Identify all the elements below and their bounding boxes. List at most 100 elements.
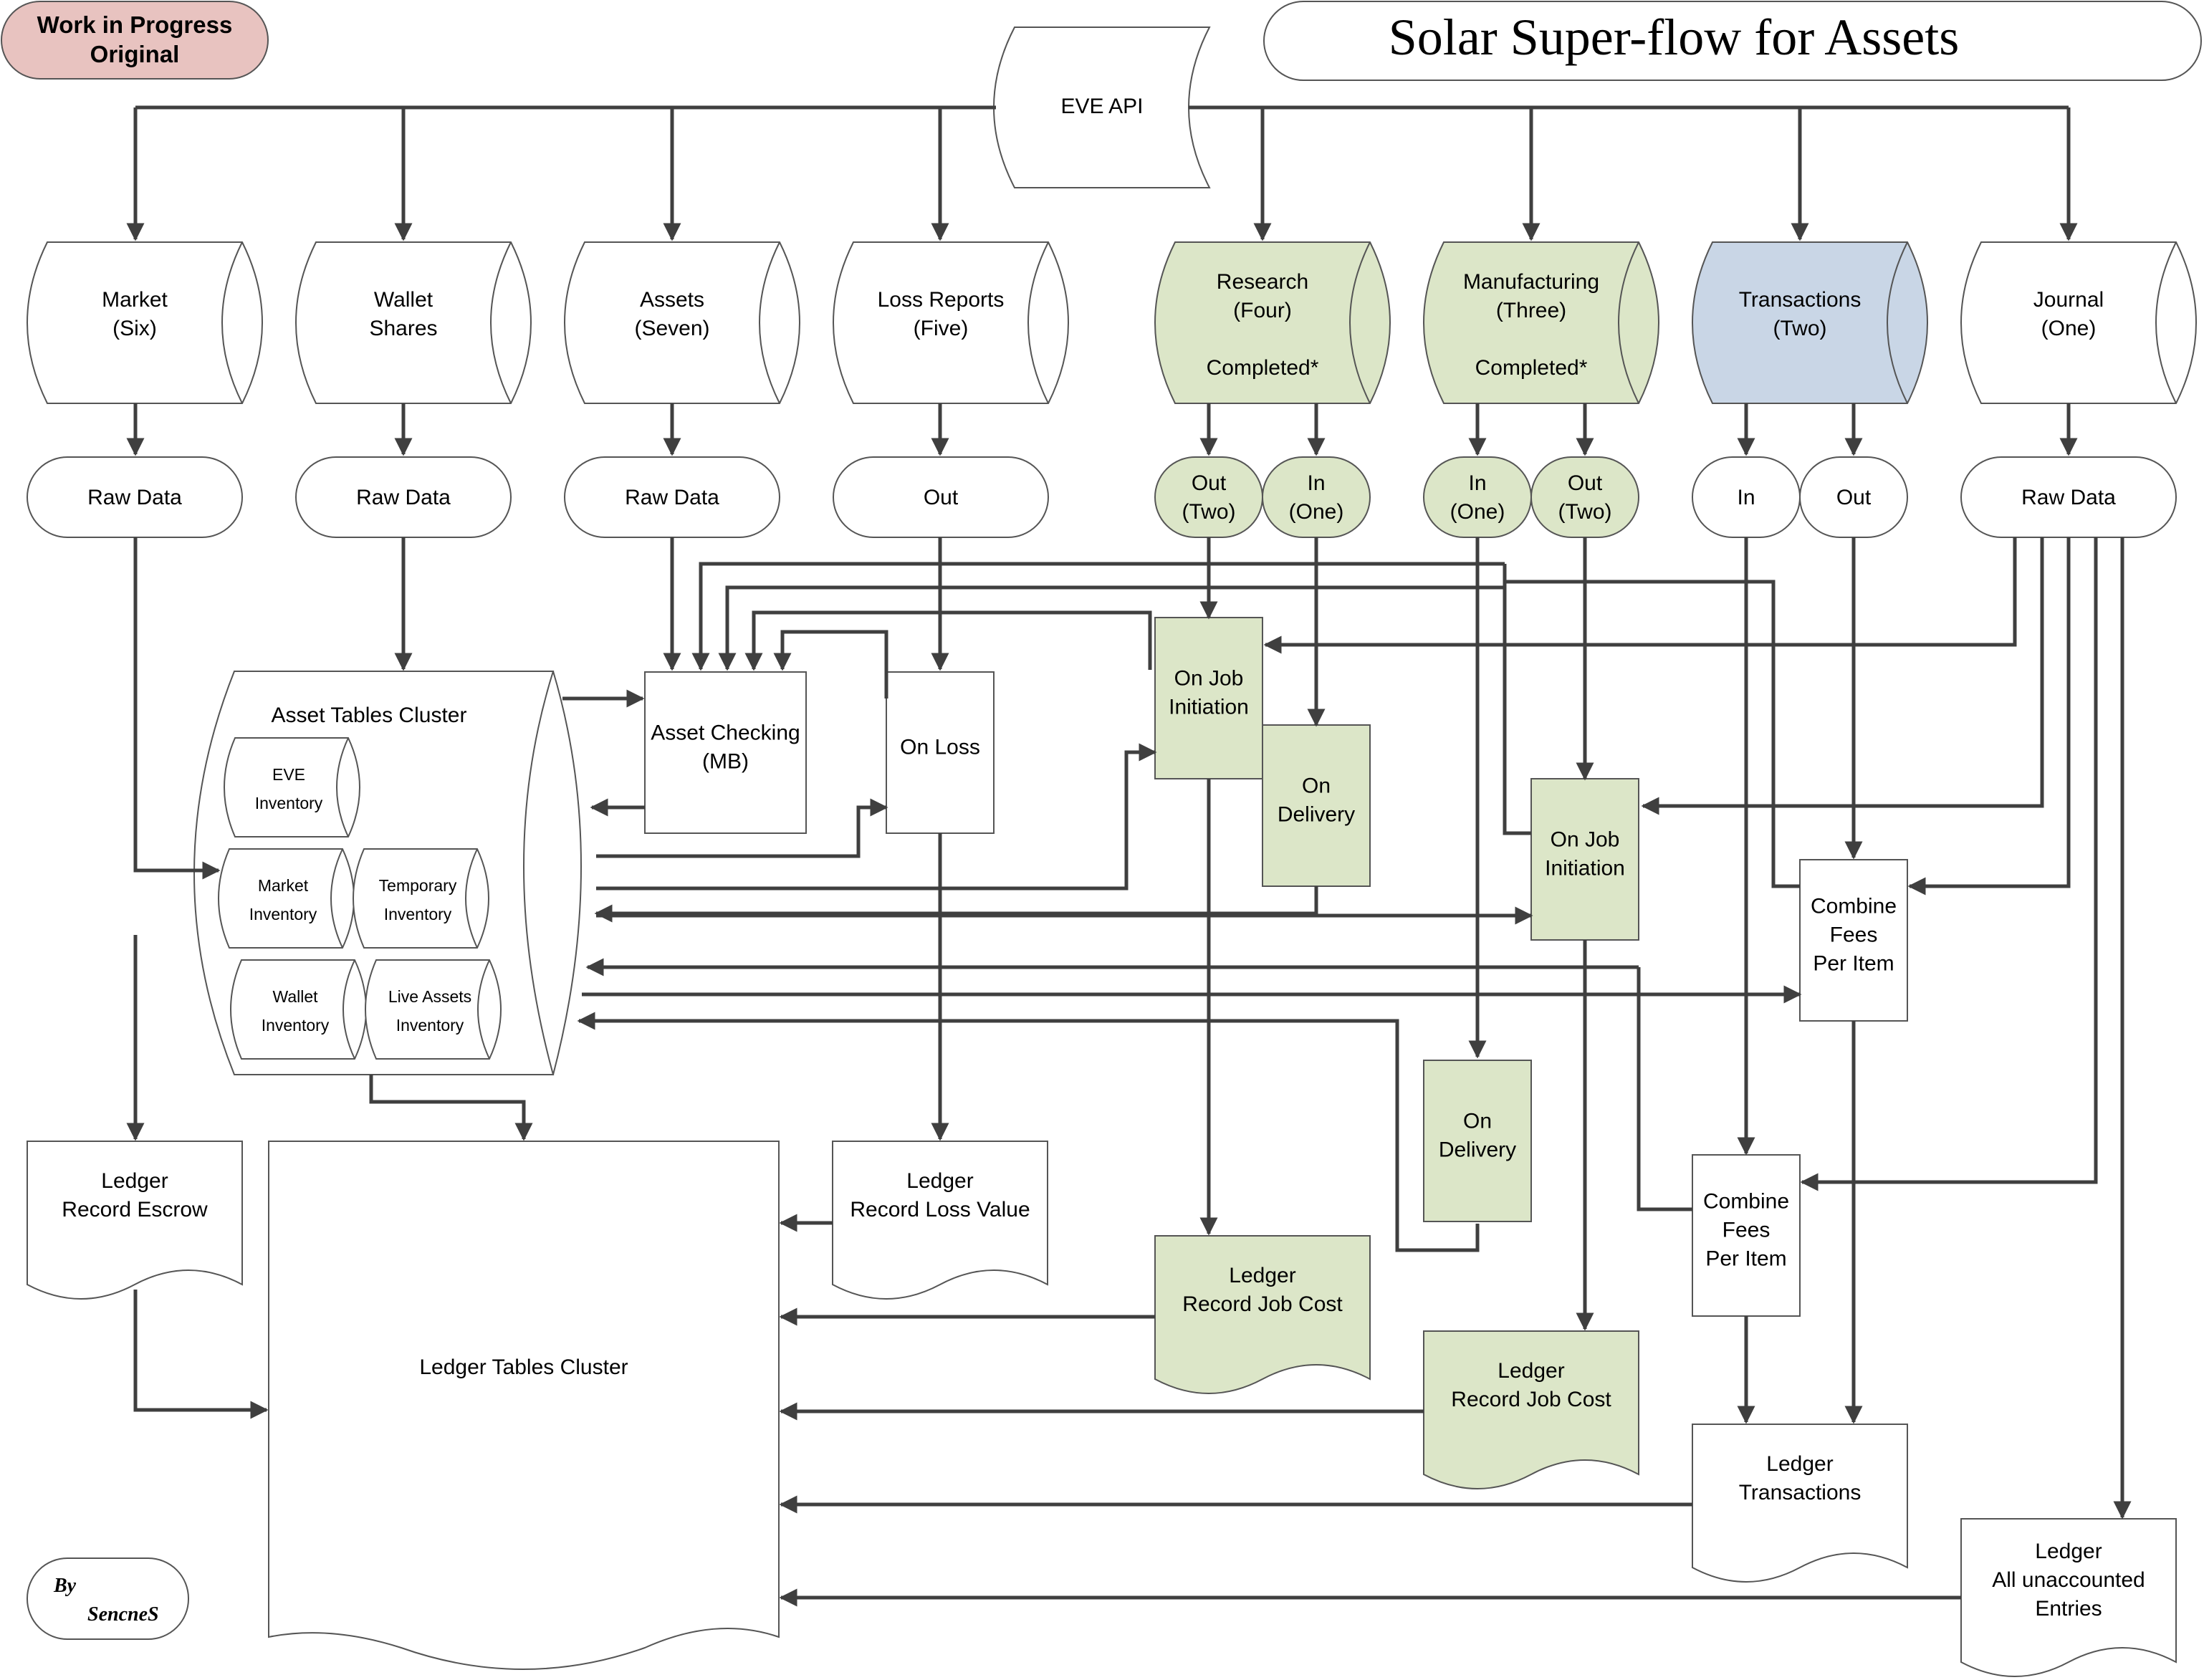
eve-api-source: EVE API	[993, 27, 1211, 188]
ledger-cluster-label: Ledger Tables Cluster	[419, 1355, 628, 1379]
api-table-research: Research(Four)Completed*	[1154, 241, 1391, 404]
asset-cluster-title: Asset Tables Cluster	[272, 704, 467, 727]
eve-api-label: EVE API	[1060, 95, 1143, 118]
terminator-transactions-out: Out	[1799, 456, 1908, 538]
api-table-assets-line-2: (Seven)	[634, 317, 709, 340]
terminator-wallet-raw: Raw Data	[295, 456, 512, 538]
api-table-transactions: Transactions (Two)	[1692, 241, 1928, 404]
api-table-manufacturing-line-1: Manufacturing	[1463, 270, 1599, 294]
process-combine-fees-out-line-1: Combine	[1811, 895, 1897, 918]
process-research-on-delivery-line-1: On	[1302, 774, 1331, 798]
author-signature: By SencneS	[27, 1557, 189, 1640]
terminator-assets-raw: Raw Data	[564, 456, 780, 538]
process-manufacturing-on-delivery-line-2: Delivery	[1439, 1138, 1516, 1162]
cluster-table-market-inventory-line-2: Inventory	[249, 905, 317, 923]
signature-by: By	[53, 1575, 77, 1597]
terminator-market-raw: Raw Data	[27, 456, 243, 538]
cluster-table-temporary-inventory-line-2: Inventory	[384, 905, 452, 923]
ledger-document-ledger-record-escrow-line-2: Record Escrow	[62, 1198, 208, 1221]
terminator-transactions-in-line-1: In	[1737, 486, 1755, 509]
process-manufacturing-on-job-initiation-line-2: Initiation	[1545, 857, 1625, 880]
cluster-table-temporary-inventory-line-1: Temporary	[379, 876, 457, 895]
api-table-journal-line-1: Journal	[2033, 288, 2104, 312]
api-table-assets-line-1: Assets	[640, 288, 704, 312]
ledger-document-ledger-unaccounted-line-3: Entries	[2035, 1597, 2102, 1621]
ledger-document-ledger-record-escrow-line-1: Ledger	[101, 1169, 168, 1193]
cluster-table-live-assets-inventory-line-1: Live Assets	[388, 987, 471, 1006]
api-table-transactions-line-2: (Two)	[1773, 317, 1827, 340]
api-table-market-line-1: Market	[102, 288, 168, 312]
ledger-document-ledger-research-job-cost-line-1: Ledger	[1229, 1264, 1295, 1287]
process-on-loss-line-1: On Loss	[900, 736, 980, 759]
ledger-document-ledger-manufacturing-job-cost-line-2: Record Job Cost	[1451, 1388, 1611, 1411]
terminator-transactions-out-line-1: Out	[1836, 486, 1872, 509]
ledger-document-ledger-transactions-line-2: Transactions	[1739, 1481, 1862, 1504]
page-title-text: Solar Super-flow for Assets	[1389, 9, 1959, 66]
api-table-market-line-2: (Six)	[112, 317, 157, 340]
api-bus	[126, 105, 2078, 241]
api-table-assets: Assets (Seven)	[564, 241, 800, 404]
process-manufacturing-on-job-initiation-line-1: On Job	[1551, 828, 1620, 852]
status-badge: Work in Progress Original	[1, 1, 269, 80]
process-asset-checking-line-1: Asset Checking	[651, 721, 800, 745]
cluster-table-live-assets-inventory-line-2: Inventory	[396, 1016, 464, 1035]
terminator-manufacturing-out-line-2: (Two)	[1558, 500, 1612, 524]
connectors	[126, 537, 2132, 1607]
terminator-loss-out-line-1: Out	[924, 486, 959, 509]
signature-name: SencneS	[87, 1603, 159, 1626]
cluster-tables: EVEInventoryMarketInventoryTemporaryInve…	[218, 737, 502, 1060]
cluster-table-wallet-inventory-line-2: Inventory	[262, 1016, 330, 1035]
status-badge-line-2: Original	[90, 41, 180, 67]
ledger-document-ledger-transactions-line-1: Ledger	[1766, 1452, 1833, 1476]
api-table-market: Market (Six)	[27, 241, 263, 404]
ledger-document-ledger-manufacturing-job-cost-line-1: Ledger	[1498, 1359, 1564, 1383]
api-table-loss: Loss Reports(Five)	[833, 241, 1069, 404]
process-research-on-delivery-line-2: Delivery	[1278, 803, 1355, 827]
process-research-on-job-initiation-line-1: On Job	[1174, 667, 1244, 691]
terminator-research-out: Out (Two)	[1154, 456, 1263, 538]
process-combine-fees-in-line-2: Fees	[1723, 1219, 1771, 1242]
process-combine-fees-out-line-2: Fees	[1830, 923, 1878, 947]
status-badge-line-1: Work in Progress	[37, 11, 233, 38]
terminator-research-in-line-1: In	[1307, 471, 1325, 495]
process-manufacturing-on-delivery-line-1: On	[1463, 1110, 1492, 1133]
api-table-wallet-line-1: Wallet	[374, 288, 433, 312]
terminator-assets-raw-line-1: Raw Data	[625, 486, 719, 509]
api-table-manufacturing-line-2: (Three)	[1496, 299, 1566, 322]
ledger-document-ledger-research-job-cost-line-2: Record Job Cost	[1182, 1292, 1343, 1316]
api-table-research-line-1: Research	[1217, 270, 1308, 294]
api-table-research-line-4: Completed*	[1207, 356, 1319, 380]
terminator-wallet-raw-line-1: Raw Data	[356, 486, 451, 509]
terminator-research-out-line-2: (Two)	[1182, 500, 1236, 524]
ledger-document-ledger-unaccounted-line-1: Ledger	[2035, 1540, 2102, 1563]
process-asset-checking-line-2: (MB)	[702, 750, 749, 774]
terminator-journal-raw: Raw Data	[1960, 456, 2177, 538]
cluster-table-eve-inventory-line-1: EVE	[272, 765, 305, 784]
api-table-transactions-line-1: Transactions	[1739, 288, 1862, 312]
terminator-manufacturing-in-line-2: (One)	[1450, 500, 1505, 524]
process-asset-checking: Asset Checking (MB)	[644, 671, 807, 834]
process-on-loss: On Loss	[886, 671, 995, 834]
terminator-manufacturing-out-line-1: Out	[1568, 471, 1603, 495]
process-combine-fees-in-line-3: Per Item	[1705, 1247, 1786, 1271]
terminator-journal-raw-line-1: Raw Data	[2021, 486, 2116, 509]
terminator-research-out-line-1: Out	[1192, 471, 1227, 495]
api-table-loss-line-1: Loss Reports	[878, 288, 1005, 312]
